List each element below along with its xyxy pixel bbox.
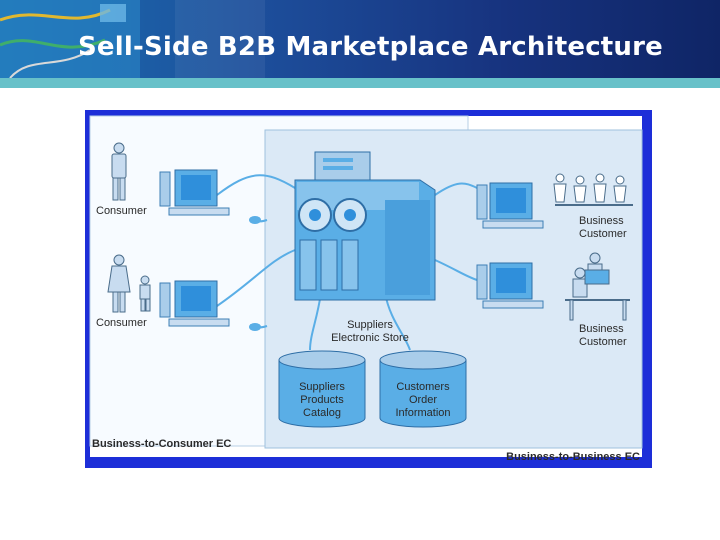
consumer-computer-2 [159,280,261,331]
consumer-computer-1 [159,169,261,224]
server-label-line1: Suppliers [347,319,393,331]
page-title: Sell-Side B2B Marketplace Architecture [78,32,663,62]
database-2-line3: Information [395,407,450,419]
b2b-label: Business-to-Business EC [506,451,640,463]
database-1-line2: Products [300,394,344,406]
architecture-diagram: Suppliers Electronic Store Suppliers Pro… [85,110,652,468]
business-computer-1 [476,182,544,229]
business-customer-2-line2: Customer [579,336,627,348]
consumer-figure-2 [107,254,151,313]
business-customer-1-line1: Business [579,215,624,227]
accent-bar [0,78,720,88]
business-desk-figures [565,252,630,321]
database-1-line3: Catalog [303,407,341,419]
banner-decoration [0,0,265,78]
database-2-line2: Order [409,394,437,406]
database-2-line1: Customers [396,381,450,393]
business-computer-2 [476,262,544,309]
consumer-label-2: Consumer [96,317,147,329]
supplier-server [294,151,436,301]
title-banner: Sell-Side B2B Marketplace Architecture [0,0,720,78]
order-information-database [379,350,467,428]
database-1-line1: Suppliers [299,381,345,393]
business-meeting-figures [553,173,633,206]
business-customer-2-line1: Business [579,323,624,335]
business-customer-1-line2: Customer [579,228,627,240]
products-catalog-database [278,350,366,428]
server-label-line2: Electronic Store [331,332,409,344]
b2c-label: Business-to-Consumer EC [92,438,231,450]
consumer-label-1: Consumer [96,205,147,217]
consumer-figure-1 [111,142,127,201]
